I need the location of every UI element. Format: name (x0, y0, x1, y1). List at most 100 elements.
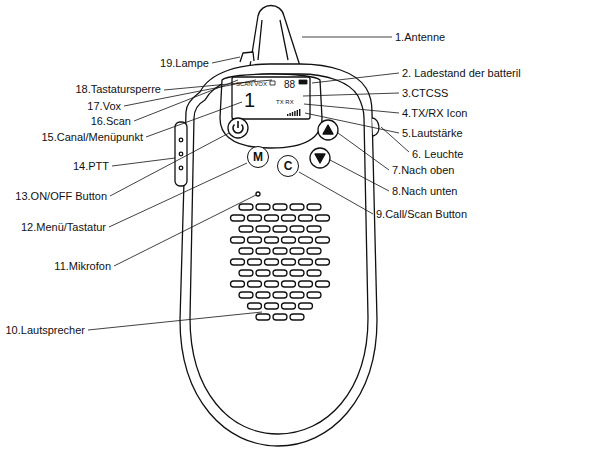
speaker-slot (231, 215, 245, 221)
speaker-slot (265, 303, 279, 309)
face-panel (190, 74, 368, 434)
speaker-slot (290, 270, 304, 276)
speaker-slot (307, 248, 321, 254)
leader-line (212, 57, 240, 63)
callout-label: 9.Call/Scan Button (376, 208, 467, 220)
leader-line (164, 80, 272, 90)
display-text: SCAN VOX (236, 81, 267, 87)
speaker-slot (231, 237, 245, 243)
callout-label: 18.Tastatursperre (75, 83, 161, 95)
leader-line (302, 37, 392, 38)
callout-label: 15.Canal/Menüpunkt (41, 131, 143, 143)
callout-label: 2. Ladestand der batteril (402, 67, 521, 79)
callout-label: 11.Mikrofon (54, 260, 111, 272)
speaker-slot (316, 259, 330, 265)
callout-label: 13.ON/OFF Button (15, 190, 107, 202)
leader-line (312, 73, 399, 83)
speaker-slot (239, 204, 253, 210)
volume-bar (299, 109, 300, 116)
speaker-slot (256, 204, 270, 210)
power-icon (233, 121, 243, 133)
speaker-slot (282, 259, 296, 265)
microphone-hole (256, 192, 260, 196)
speaker-slot (290, 204, 304, 210)
display-text: 1 (244, 90, 255, 110)
callout-label: 10.Lautsprecher (6, 324, 86, 336)
speaker-slot (299, 303, 313, 309)
up-button (318, 120, 338, 140)
speaker-slot (299, 259, 313, 265)
power-button (228, 118, 248, 138)
callout-label: 1.Antenne (395, 31, 445, 43)
callout-label: 17.Vox (87, 100, 121, 112)
speaker-slot (290, 248, 304, 254)
speaker-slot (299, 215, 313, 221)
volume-bar (287, 114, 288, 116)
speaker-slot (307, 226, 321, 232)
callout-label: 3.CTCSS (402, 87, 448, 99)
lcd-display: SCAN VOX881TX RX (232, 77, 310, 119)
callout-label: 6. Leuchte (412, 148, 463, 160)
speaker-slot (239, 226, 253, 232)
speaker-slot (273, 292, 287, 298)
lcd-screen (232, 77, 310, 119)
volume-bar (289, 113, 290, 116)
speaker-slot (299, 237, 313, 243)
display-text: TX RX (276, 99, 294, 105)
speaker-slot (316, 237, 330, 243)
speaker-slot (307, 270, 321, 276)
speaker-slot (273, 270, 287, 276)
speaker-slot (239, 292, 253, 298)
leader-line (299, 172, 373, 214)
leader-line (338, 133, 389, 170)
speaker-slot (256, 248, 270, 254)
callout-label: 16.Scan (91, 115, 131, 127)
speaker-slot (273, 314, 287, 320)
antenna (250, 6, 300, 67)
speaker-slot (231, 281, 245, 287)
speaker-slot (256, 314, 270, 320)
speaker-grille (231, 204, 330, 320)
button: M (247, 146, 269, 168)
callout-label: 12.Menü/Tastatur (21, 221, 106, 233)
speaker-slot (265, 237, 279, 243)
speaker-slot (256, 292, 270, 298)
speaker-slot (231, 259, 245, 265)
display-bezel (220, 74, 322, 148)
callout-label: 4.TX/RX Icon (402, 107, 467, 119)
speaker-slot (290, 226, 304, 232)
speaker-slot (316, 281, 330, 287)
leader-line (304, 104, 399, 113)
speaker-slot (290, 292, 304, 298)
callout-label: 7.Nach oben (392, 164, 454, 176)
speaker-slot (282, 237, 296, 243)
speaker-slot (282, 215, 296, 221)
speaker-slot (282, 281, 296, 287)
speaker-slot (248, 303, 262, 309)
speaker-slot (239, 248, 253, 254)
up-arrow (323, 125, 333, 134)
speaker-slot (256, 226, 270, 232)
speaker-slot (265, 259, 279, 265)
leader-line (112, 158, 175, 166)
leader-line (146, 102, 242, 137)
speaker-slot (248, 215, 262, 221)
leader-line (109, 163, 247, 227)
leader-line (330, 160, 389, 191)
speaker-slot (307, 292, 321, 298)
speaker-slot (248, 237, 262, 243)
leader-line (114, 195, 256, 266)
lamp (240, 52, 254, 62)
speaker-slot (248, 281, 262, 287)
speaker-slot (299, 281, 313, 287)
speaker-slot (265, 215, 279, 221)
speaker-slot (316, 215, 330, 221)
ptt-button (175, 122, 187, 186)
button-label: C (284, 160, 293, 172)
speaker-slot (239, 270, 253, 276)
speaker-slot (307, 204, 321, 210)
callout-label: 19.Lampe (160, 57, 209, 69)
speaker-slot (282, 303, 296, 309)
speaker-slot (273, 248, 287, 254)
leader-line (303, 93, 399, 96)
